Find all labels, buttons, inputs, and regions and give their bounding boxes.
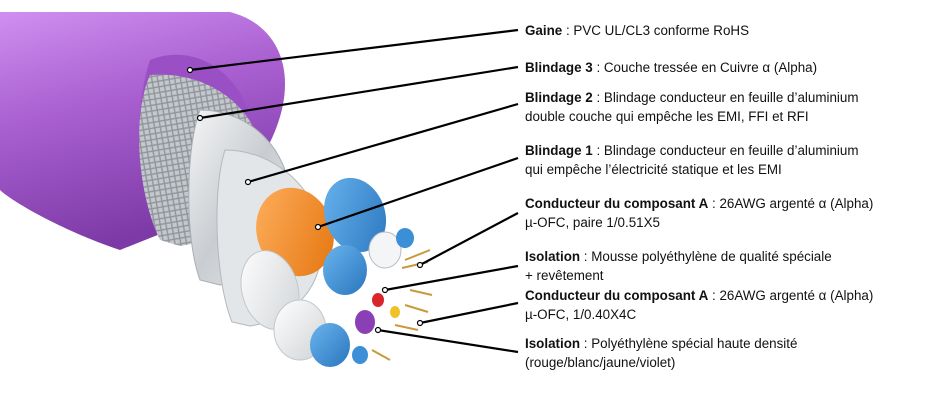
label-line: Blindage 1 : Blindage conducteur en feui… — [525, 141, 858, 160]
blue-core-small — [396, 228, 414, 248]
label-text: Blindage conducteur en feuille d’alumini… — [603, 90, 859, 105]
label-text: Blindage conducteur en feuille d’alumini… — [603, 143, 859, 158]
leader-line-blindage-3 — [199, 65, 519, 120]
label-line: Isolation : Polyéthylène spécial haute d… — [525, 334, 797, 353]
yellow-core — [390, 306, 400, 318]
label-line: Conducteur du composant A : 26AWG argent… — [525, 194, 873, 213]
label-text: µ-OFC, 1/0.40X4C — [525, 307, 637, 322]
label-text: 26AWG argenté α (Alpha) — [719, 196, 874, 211]
label-text: qui empêche l’électricité statique et le… — [525, 162, 782, 177]
label-text: double couche qui empêche les EMI, FFI e… — [525, 109, 809, 124]
label-gaine: Gaine : PVC UL/CL3 conforme RoHS — [525, 21, 749, 40]
label-term: Conducteur du composant A — [525, 196, 709, 211]
label-conducteur-a1: Conducteur du composant A : 26AWG argent… — [525, 194, 873, 232]
leader-line-isolation-2 — [377, 328, 519, 354]
label-separator: : — [580, 249, 592, 264]
label-line: + revêtement — [525, 266, 832, 285]
label-blindage-2: Blindage 2 : Blindage conducteur en feui… — [525, 88, 858, 126]
label-line: Conducteur du composant A : 26AWG argent… — [525, 286, 873, 305]
label-line: (rouge/blanc/jaune/violet) — [525, 353, 797, 372]
leader-dot-blindage-3 — [196, 114, 204, 122]
leader-dot-isolation-1 — [381, 286, 389, 294]
leader-dot-isolation-2 — [374, 326, 382, 334]
label-line: Gaine : PVC UL/CL3 conforme RoHS — [525, 21, 749, 40]
label-term: Conducteur du composant A — [525, 288, 709, 303]
label-term: Gaine — [525, 23, 563, 38]
leader-dot-conducteur-a1 — [416, 261, 424, 269]
label-line: qui empêche l’électricité statique et le… — [525, 160, 858, 179]
label-text: µ-OFC, paire 1/0.51X5 — [525, 215, 660, 230]
label-term: Blindage 1 — [525, 143, 593, 158]
label-line: Isolation : Mousse polyéthylène de quali… — [525, 247, 832, 266]
label-separator: : — [708, 288, 720, 303]
blue-tube-lower — [310, 323, 350, 367]
label-blindage-1: Blindage 1 : Blindage conducteur en feui… — [525, 141, 858, 179]
label-separator: : — [708, 196, 720, 211]
leader-line-blindage-1 — [317, 156, 519, 229]
label-line: µ-OFC, 1/0.40X4C — [525, 305, 873, 324]
label-text: Polyéthylène spécial haute densité — [591, 336, 798, 351]
blue-core-lower — [352, 346, 368, 364]
label-text: + revêtement — [525, 268, 604, 283]
label-separator: : — [592, 90, 604, 105]
blue-pair-insulation-mid — [323, 245, 367, 295]
leader-dot-gaine — [186, 66, 194, 74]
label-separator: : — [592, 143, 604, 158]
label-term: Isolation — [525, 249, 581, 264]
conductor-strands — [371, 249, 433, 361]
leader-line-gaine — [189, 28, 519, 72]
label-separator: : — [592, 60, 604, 75]
label-term: Blindage 2 — [525, 90, 593, 105]
leader-line-isolation-1 — [384, 264, 519, 292]
label-line: Blindage 2 : Blindage conducteur en feui… — [525, 88, 858, 107]
label-text: Couche tressée en Cuivre α (Alpha) — [603, 60, 818, 75]
label-text: PVC UL/CL3 conforme RoHS — [573, 23, 750, 38]
label-text: 26AWG argenté α (Alpha) — [719, 288, 874, 303]
label-conducteur-a2: Conducteur du composant A : 26AWG argent… — [525, 286, 873, 324]
leader-line-conducteur-a1 — [419, 212, 519, 266]
leader-dot-blindage-2 — [244, 178, 252, 186]
leader-dot-conducteur-a2 — [416, 319, 424, 327]
label-isolation-1: Isolation : Mousse polyéthylène de quali… — [525, 247, 832, 285]
violet-core — [355, 310, 375, 334]
label-isolation-2: Isolation : Polyéthylène spécial haute d… — [525, 334, 797, 372]
leader-dot-blindage-1 — [314, 223, 322, 231]
red-core — [372, 293, 384, 307]
label-line: Blindage 3 : Couche tressée en Cuivre α … — [525, 58, 817, 77]
label-separator: : — [562, 23, 574, 38]
white-core — [368, 231, 402, 269]
leader-line-blindage-2 — [247, 102, 519, 184]
label-term: Isolation — [525, 336, 581, 351]
label-separator: : — [580, 336, 592, 351]
label-line: double couche qui empêche les EMI, FFI e… — [525, 107, 858, 126]
label-text: (rouge/blanc/jaune/violet) — [525, 355, 676, 370]
label-blindage-3: Blindage 3 : Couche tressée en Cuivre α … — [525, 58, 817, 77]
label-text: Mousse polyéthylène de qualité spéciale — [591, 249, 832, 264]
label-line: µ-OFC, paire 1/0.51X5 — [525, 213, 873, 232]
leader-line-conducteur-a2 — [419, 301, 519, 325]
label-term: Blindage 3 — [525, 60, 593, 75]
